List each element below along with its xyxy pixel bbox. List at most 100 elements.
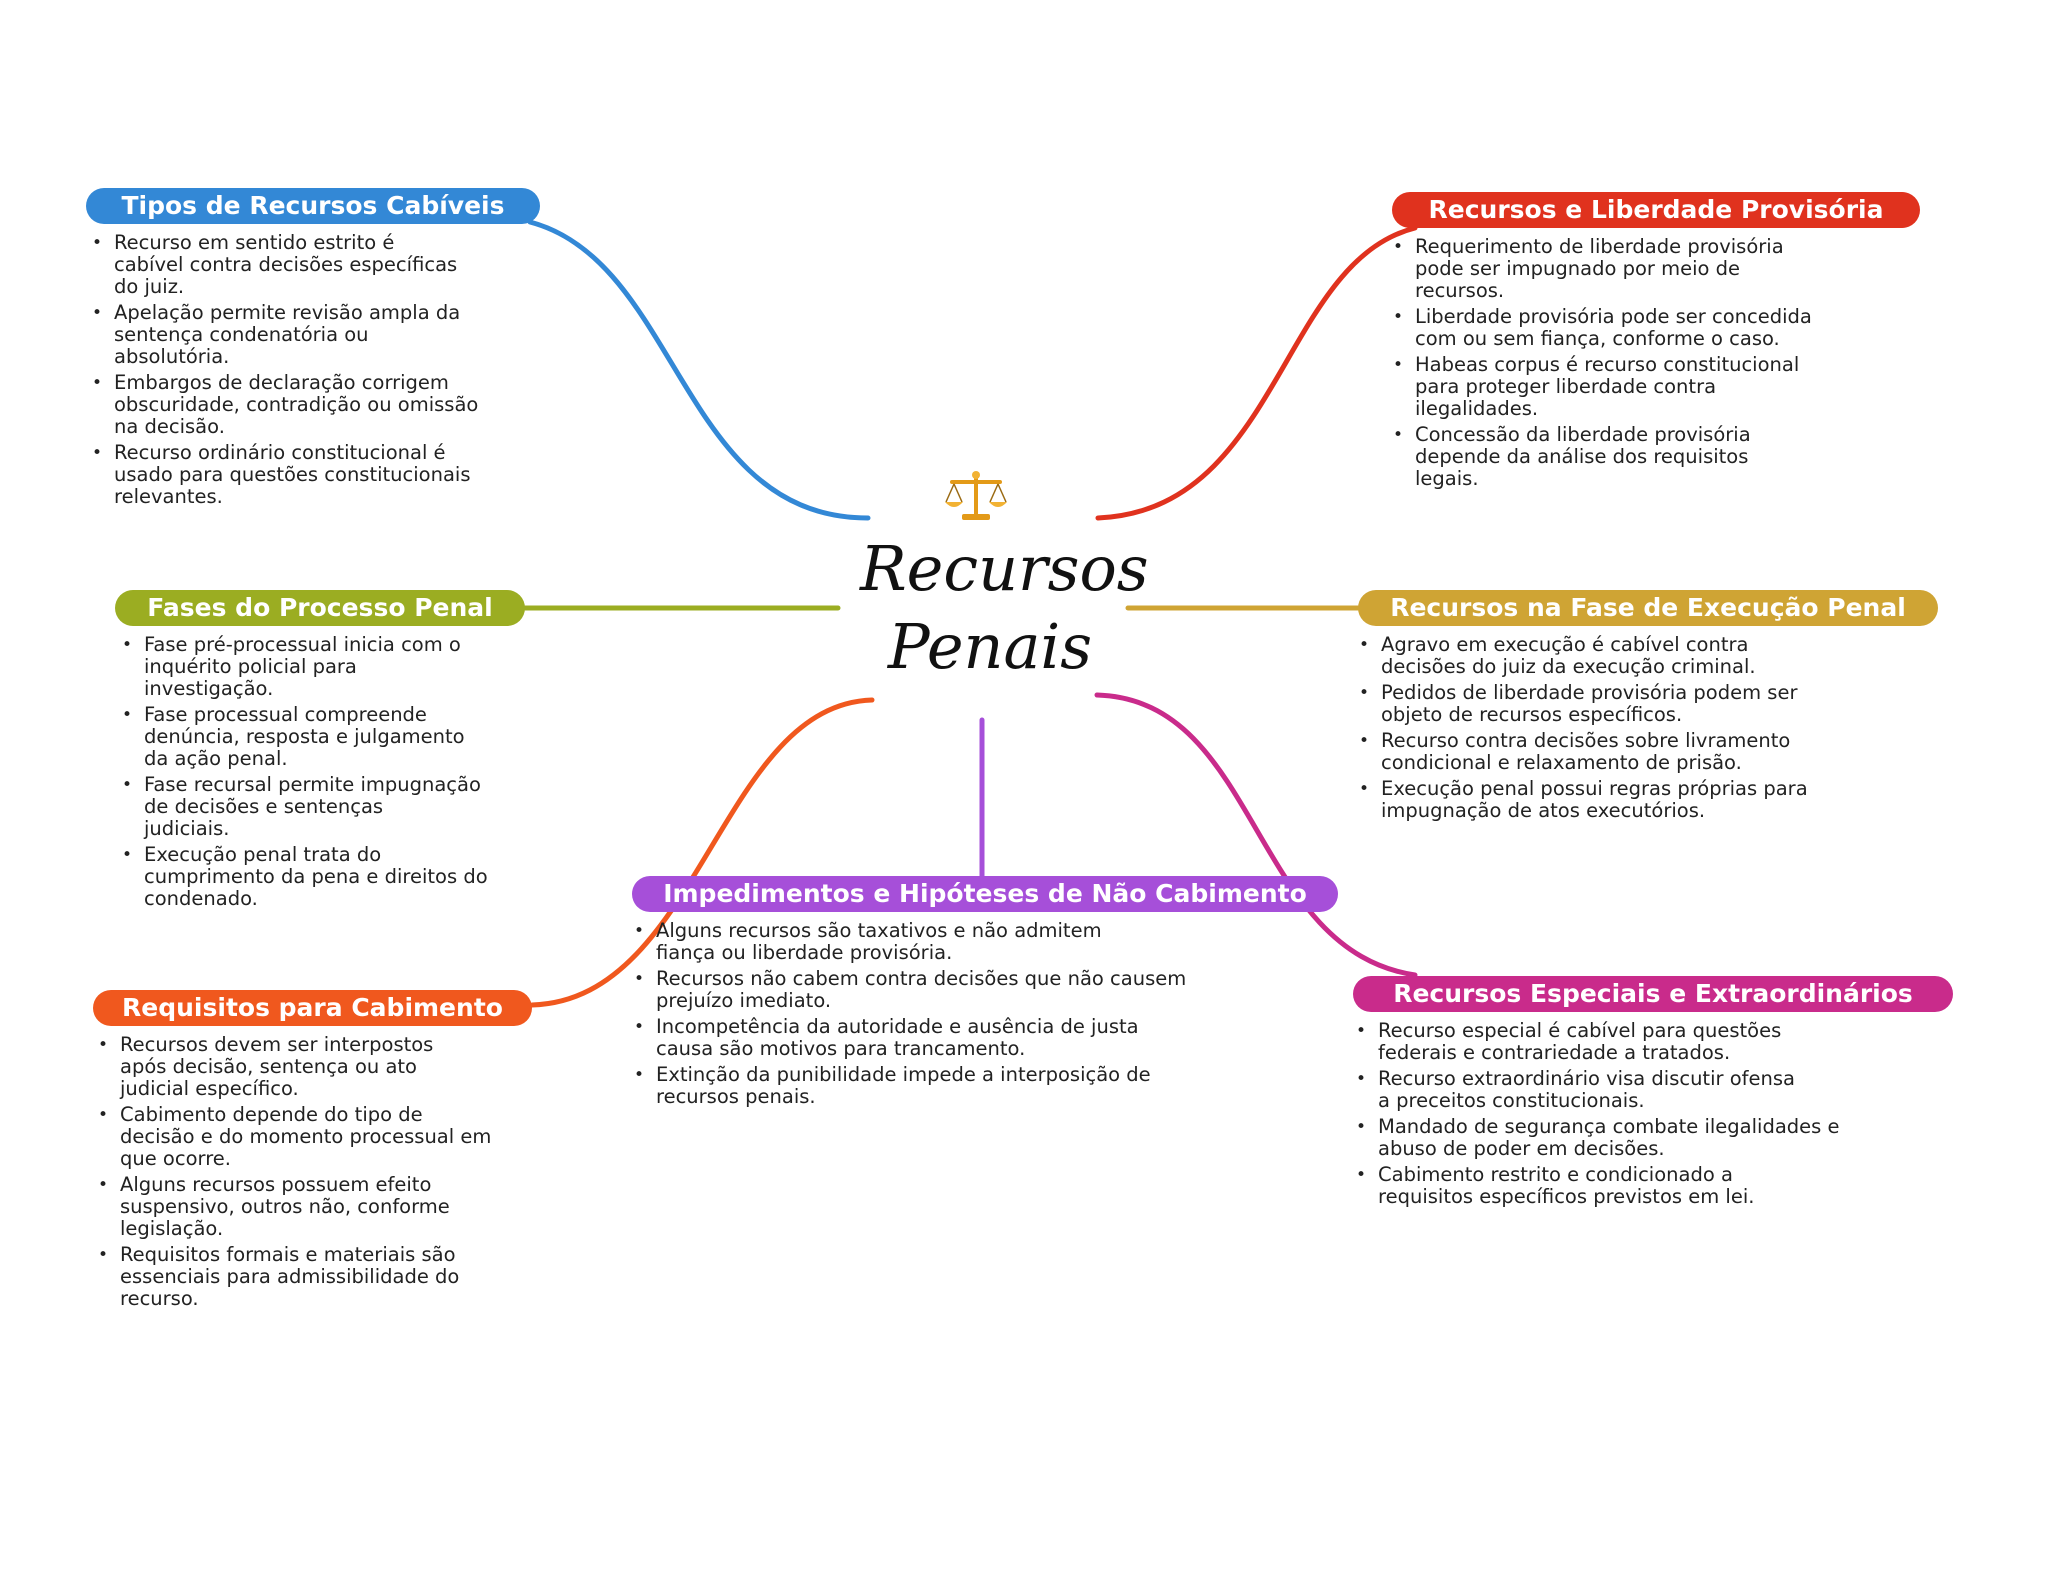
branch-execucao-list: Agravo em execução é cabível contradecis…: [1357, 634, 1808, 826]
list-item-line: objeto de recursos específicos.: [1381, 703, 1683, 726]
list-item-line: recursos.: [1415, 279, 1505, 302]
list-item-line: Cabimento restrito e condicionado a: [1378, 1163, 1733, 1186]
list-item-line: Alguns recursos são taxativos e não admi…: [656, 919, 1102, 942]
connector-tipos: [527, 219, 871, 521]
list-item-line: fiança ou liberdade provisória.: [656, 941, 953, 964]
list-item-line: Extinção da punibilidade impede a interp…: [656, 1063, 1151, 1086]
list-item: Agravo em execução é cabível contradecis…: [1357, 634, 1808, 678]
list-item: Alguns recursos são taxativos e não admi…: [632, 920, 1186, 964]
list-item-line: essenciais para admissibilidade do: [120, 1265, 460, 1288]
list-item-line: federais e contrariedade a tratados.: [1378, 1041, 1731, 1064]
list-item-line: Recurso extraordinário visa discutir ofe…: [1378, 1067, 1795, 1090]
list-item: Extinção da punibilidade impede a interp…: [632, 1064, 1186, 1108]
list-item-line: de decisões e sentenças: [144, 795, 384, 818]
list-item-line: para proteger liberdade contra: [1415, 375, 1717, 398]
list-item-line: Embargos de declaração corrigem: [114, 371, 449, 394]
list-item-line: do juiz.: [114, 275, 185, 298]
list-item-line: judiciais.: [144, 817, 230, 840]
list-item-line: recursos penais.: [656, 1085, 816, 1108]
list-item-line: suspensivo, outros não, conforme: [120, 1195, 450, 1218]
list-item: Recurso extraordinário visa discutir ofe…: [1354, 1068, 1840, 1112]
branch-especiais-list: Recurso especial é cabível para questões…: [1354, 1020, 1840, 1212]
list-item-line: Pedidos de liberdade provisória podem se…: [1381, 681, 1798, 704]
list-item-line: recurso.: [120, 1287, 199, 1310]
list-item-line: inquérito policial para: [144, 655, 357, 678]
list-item: Recurso contra decisões sobre livramento…: [1357, 730, 1808, 774]
branch-liberdade-title: Recursos e Liberdade Provisória: [1392, 192, 1920, 228]
list-item-line: da ação penal.: [144, 747, 288, 770]
central-topic: Recursos Penais: [860, 530, 1149, 686]
list-item-line: Alguns recursos possuem efeito: [120, 1173, 432, 1196]
list-item-line: Incompetência da autoridade e ausência d…: [656, 1015, 1139, 1038]
list-item-line: Recursos não cabem contra decisões que n…: [656, 967, 1187, 990]
list-item-line: usado para questões constitucionais: [114, 463, 471, 486]
branch-liberdade-list: Requerimento de liberdade provisóriapode…: [1391, 236, 1812, 494]
connector-liberdade: [1095, 225, 1418, 521]
list-item: Execução penal possui regras próprias pa…: [1357, 778, 1808, 822]
list-item-line: absolutória.: [114, 345, 230, 368]
list-item-line: Fase pré-processual inicia com o: [144, 633, 461, 656]
list-item: Fase pré-processual inicia com oinquérit…: [120, 634, 488, 700]
branch-fases-title: Fases do Processo Penal: [115, 590, 525, 626]
list-item-line: Agravo em execução é cabível contra: [1381, 633, 1749, 656]
list-item-line: causa são motivos para trancamento.: [656, 1037, 1026, 1060]
list-item: Concessão da liberdade provisóriadepende…: [1391, 424, 1812, 490]
list-item-line: após decisão, sentença ou ato: [120, 1055, 417, 1078]
list-item-line: Recurso contra decisões sobre livramento: [1381, 729, 1791, 752]
list-item-line: judicial específico.: [120, 1077, 299, 1100]
list-item-line: cumprimento da pena e direitos do: [144, 865, 488, 888]
list-item-line: legislação.: [120, 1217, 224, 1240]
list-item-line: relevantes.: [114, 485, 223, 508]
list-item-line: Recursos devem ser interpostos: [120, 1033, 434, 1056]
list-item-line: requisitos específicos previstos em lei.: [1378, 1185, 1755, 1208]
list-item-line: ilegalidades.: [1415, 397, 1539, 420]
list-item: Habeas corpus é recurso constitucionalpa…: [1391, 354, 1812, 420]
branch-tipos-title: Tipos de Recursos Cabíveis: [86, 188, 540, 224]
connector-especiais: [1094, 692, 1418, 978]
branch-impedimentos-title: Impedimentos e Hipóteses de Não Cabiment…: [632, 876, 1338, 912]
list-item: Mandado de segurança combate ilegalidade…: [1354, 1116, 1840, 1160]
list-item-line: legais.: [1415, 467, 1479, 490]
list-item-line: condenado.: [144, 887, 258, 910]
list-item-line: decisões do juiz da execução criminal.: [1381, 655, 1756, 678]
list-item-line: condicional e relaxamento de prisão.: [1381, 751, 1742, 774]
list-item-line: Requisitos formais e materiais são: [120, 1243, 456, 1266]
list-item-line: prejuízo imediato.: [656, 989, 832, 1012]
list-item-line: que ocorre.: [120, 1147, 231, 1170]
list-item-line: Liberdade provisória pode ser concedida: [1415, 305, 1812, 328]
list-item-line: a preceitos constitucionais.: [1378, 1089, 1645, 1112]
list-item-line: Mandado de segurança combate ilegalidade…: [1378, 1115, 1840, 1138]
list-item: Recursos não cabem contra decisões que n…: [632, 968, 1186, 1012]
list-item-line: na decisão.: [114, 415, 225, 438]
list-item-line: Recurso especial é cabível para questões: [1378, 1019, 1782, 1042]
list-item-line: Cabimento depende do tipo de: [120, 1103, 423, 1126]
list-item-line: Requerimento de liberdade provisória: [1415, 235, 1784, 258]
branch-execucao-title: Recursos na Fase de Execução Penal: [1358, 590, 1938, 626]
branch-requisitos-title: Requisitos para Cabimento: [93, 990, 532, 1026]
central-title-line-1: Recursos: [860, 532, 1149, 605]
list-item-line: decisão e do momento processual em: [120, 1125, 492, 1148]
list-item-line: Execução penal trata do: [144, 843, 382, 866]
central-title-line-2: Penais: [887, 610, 1093, 683]
list-item-line: com ou sem fiança, conforme o caso.: [1415, 327, 1780, 350]
list-item-line: Apelação permite revisão ampla da: [114, 301, 461, 324]
list-item-line: obscuridade, contradição ou omissão: [114, 393, 479, 416]
list-item: Pedidos de liberdade provisória podem se…: [1357, 682, 1808, 726]
list-item: Recurso especial é cabível para questões…: [1354, 1020, 1840, 1064]
list-item: Requerimento de liberdade provisóriapode…: [1391, 236, 1812, 302]
list-item-line: sentença condenatória ou: [114, 323, 369, 346]
list-item-line: Recurso em sentido estrito é: [114, 231, 395, 254]
list-item: Alguns recursos possuem efeitosuspensivo…: [96, 1174, 491, 1240]
list-item-line: impugnação de atos executórios.: [1381, 799, 1706, 822]
list-item: Requisitos formais e materiais sãoessenc…: [96, 1244, 491, 1310]
list-item-line: depende da análise dos requisitos: [1415, 445, 1749, 468]
list-item: Cabimento restrito e condicionado arequi…: [1354, 1164, 1840, 1208]
connector-requisitos: [529, 697, 875, 1008]
